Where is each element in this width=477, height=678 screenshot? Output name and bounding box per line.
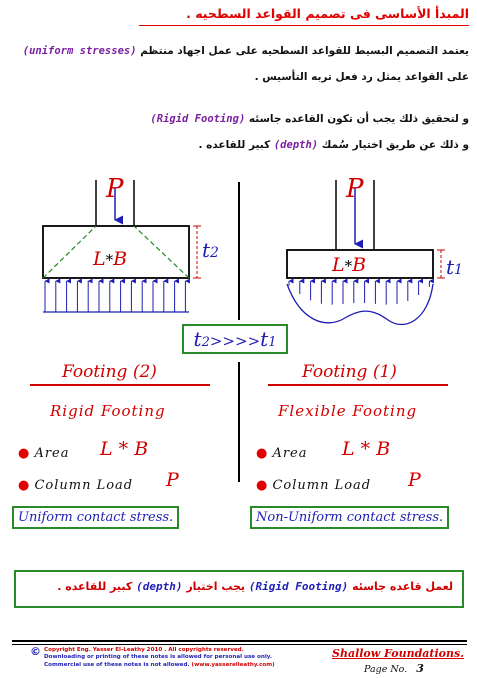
cmp-operator: >>>> [209, 332, 261, 350]
area-right-l: L [332, 254, 345, 276]
conclusion-ar-a: لعمل قاعده جاسئه [352, 580, 453, 593]
website-link[interactable]: (www.yasserelleathy.com) [191, 661, 275, 668]
footing2-type: Rigid Footing [50, 402, 166, 420]
footing2-stress-box: Uniform contact stress. [12, 506, 180, 529]
footing1-title-underline [268, 384, 448, 386]
copyright-line-1: Copyright Eng. Yasser El-Leathy 2010 . A… [44, 647, 244, 653]
copyright-line-3: Commercial use of these notes is not all… [44, 662, 275, 669]
area-label-left: L*B [93, 248, 127, 270]
copyright-block: Copyright Eng. Yasser El-Leathy 2010 . A… [44, 647, 275, 669]
bullet-icon: ● [256, 478, 268, 493]
t2-sub: 2 [210, 245, 219, 261]
footing1-load-label: Column Load [272, 478, 372, 493]
conclusion-en-a: (Rigid Footing) [248, 580, 349, 593]
series-title: Shallow Foundations. [332, 647, 465, 660]
footing2-load-row: ● Column Load [18, 474, 133, 493]
page-number-value: 3 [416, 662, 424, 675]
copyright-line-3a: Commercial use of these notes is not all… [44, 661, 190, 668]
area-right-star: * [344, 257, 353, 275]
rigid-line1-english: (Rigid Footing) [150, 113, 246, 125]
area-left-star: * [105, 251, 114, 269]
bullet-icon: ● [18, 478, 30, 493]
footing2-title: Footing (2) [62, 362, 157, 382]
area-label-right: L*B [332, 254, 366, 276]
intro-line1-english: (uniform stresses) [22, 45, 137, 57]
load-label-right: P [346, 174, 364, 204]
rigid-line2-arabic-b: كبير للقاعده . [198, 139, 271, 151]
rigid-line-1: و لتحقيق ذلك يجب أن تكون القاعده جاسئه (… [150, 113, 469, 126]
cmp-b-sub: 1 [268, 335, 277, 350]
copyright-icon: © [30, 645, 41, 658]
footing2-area-value: L * B [100, 438, 149, 460]
footing2-load-label: Column Load [34, 478, 134, 493]
footing1-area-value: L * B [342, 438, 391, 460]
rigid-footing-drawing [42, 180, 201, 313]
intro-line-1: يعتمد التصميم البسيط للقواعد السطحيه على… [23, 45, 469, 58]
conclusion-en-b: (depth) [136, 580, 183, 593]
t1-label: t1 [446, 255, 463, 279]
footer-rule [12, 640, 467, 642]
conclusion-ar-c: كبير للقاعده . [57, 580, 133, 593]
rigid-line1-arabic: و لتحقيق ذلك يجب أن تكون القاعده جاسئه [248, 113, 469, 125]
t1-sub: 1 [454, 262, 463, 278]
intro-line-2: على القواعد يمثل رد فعل تربه التأسيس . [254, 71, 469, 83]
footing1-area-row: ● Area [256, 442, 307, 461]
area-left-b: B [113, 248, 128, 270]
load-label-left: P [106, 174, 124, 204]
footings-diagram [42, 180, 445, 325]
t2-letter: t [202, 238, 211, 262]
page-number: Page No. 3 [364, 662, 424, 675]
copyright-line-2: Downloading or printing of these notes i… [44, 654, 273, 661]
cmp-a-sub: 2 [201, 335, 210, 350]
page-title: المبدأ الأساسى فى تصميم القواعد السطحيه … [186, 6, 469, 21]
title-underline [139, 25, 469, 26]
column-divider [238, 362, 240, 482]
footing1-type: Flexible Footing [278, 402, 418, 420]
footing2-title-underline [30, 384, 210, 386]
area-left-l: L [93, 248, 106, 270]
footing1-title: Footing (1) [302, 362, 397, 382]
footing2-area-label: Area [34, 446, 70, 461]
thickness-comparison: t2>>>>t1 [182, 324, 288, 354]
conclusion-box [14, 570, 464, 608]
footer-rule-thin [12, 644, 467, 645]
footing1-area-label: Area [272, 446, 308, 461]
t2-label: t2 [202, 238, 219, 262]
cmp-b: t [260, 327, 269, 351]
rigid-line2-english: (depth) [273, 139, 319, 151]
bullet-icon: ● [18, 446, 30, 461]
rigid-line2-arabic-a: و ذلك عن طريق اختيار سُمك [321, 139, 469, 151]
cmp-a: t [193, 327, 202, 351]
footing2-load-value: P [166, 469, 179, 491]
footing1-load-value: P [408, 469, 421, 491]
footing1-load-row: ● Column Load [256, 474, 371, 493]
area-right-b: B [352, 254, 367, 276]
rigid-line-2: و ذلك عن طريق اختيار سُمك (depth) كبير ل… [199, 139, 470, 152]
conclusion-text: لعمل قاعده جاسئه (Rigid Footing) يجب اخت… [57, 580, 453, 593]
intro-line1-arabic: يعتمد التصميم البسيط للقواعد السطحيه على… [140, 45, 469, 57]
page-label: Page No. [364, 664, 408, 675]
t1-letter: t [446, 255, 455, 279]
footing2-area-row: ● Area [18, 442, 69, 461]
flexible-footing-drawing [286, 180, 445, 325]
bullet-icon: ● [256, 446, 268, 461]
conclusion-ar-b: يجب اختيار [186, 580, 246, 593]
footing1-stress-box: Non-Uniform contact stress. [250, 506, 450, 529]
